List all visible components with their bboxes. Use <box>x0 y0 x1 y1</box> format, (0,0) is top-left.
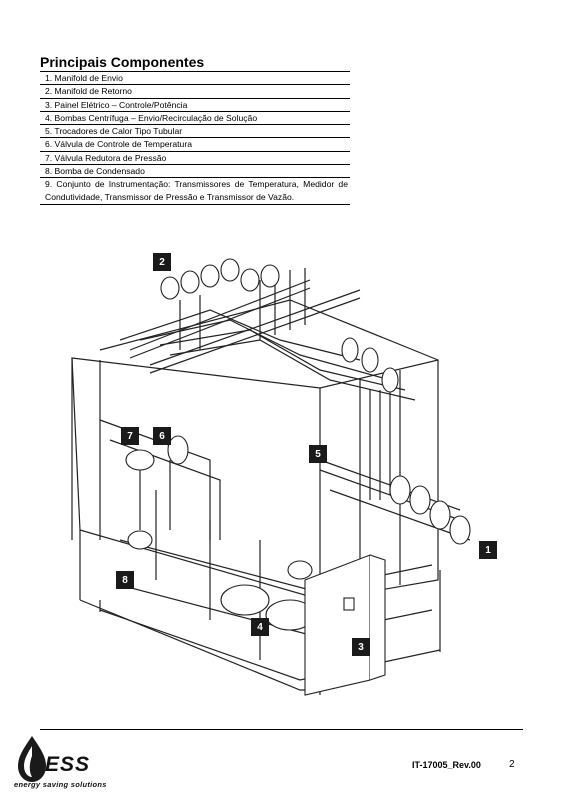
components-list: 1. Manifold de Envio 2. Manifold de Reto… <box>40 71 350 205</box>
component-item-7: 7. Válvula Redutora de Pressão <box>40 152 350 166</box>
footer-divider <box>40 729 523 730</box>
document-code: IT-17005_Rev.00 <box>412 760 481 770</box>
marker-6: 6 <box>153 427 171 445</box>
component-item-3: 3. Painel Elétrico – Controle/Potência <box>40 99 350 112</box>
component-item-6: 6. Válvula de Controle de Temperatura <box>40 138 350 152</box>
skid-drawing <box>71 258 471 696</box>
marker-8: 8 <box>116 571 134 589</box>
marker-1: 1 <box>479 541 497 559</box>
component-item-8: 8. Bomba de Condensado <box>40 165 350 179</box>
component-item-9: 9. Conjunto de Instrumentação: Transmiss… <box>40 178 350 205</box>
component-item-1: 1. Manifold de Envio <box>40 72 350 86</box>
equipment-diagram: 2 7 6 5 1 8 4 3 <box>60 240 520 700</box>
marker-5: 5 <box>309 445 327 463</box>
page-number: 2 <box>509 759 515 770</box>
logo-tagline: energy saving solutions <box>14 780 107 789</box>
component-item-5: 5. Trocadores de Calor Tipo Tubular <box>40 125 350 139</box>
marker-2: 2 <box>153 253 171 271</box>
ess-drop-logo-icon <box>18 736 46 782</box>
marker-4: 4 <box>251 618 269 636</box>
logo-wordmark: ESS <box>45 753 91 776</box>
marker-3: 3 <box>352 638 370 656</box>
marker-7: 7 <box>121 427 139 445</box>
section-title: Principais Componentes <box>40 54 205 70</box>
component-item-2: 2. Manifold de Retorno <box>40 85 350 99</box>
component-item-4: 4. Bombas Centrífuga – Envio/Recirculaçã… <box>40 112 350 126</box>
